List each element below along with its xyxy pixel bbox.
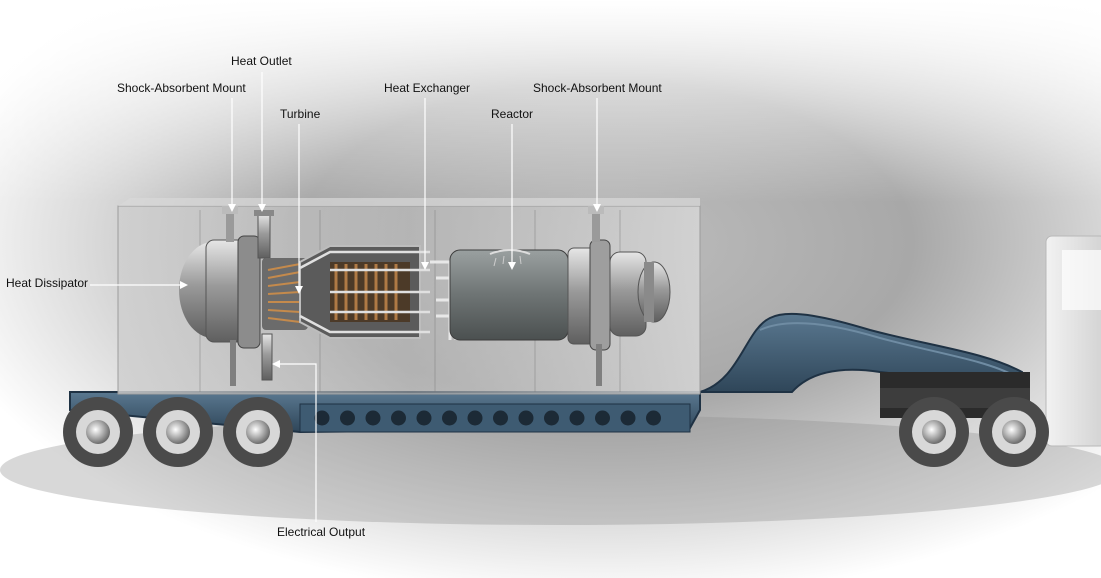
deck-hole <box>493 410 508 426</box>
electrical-output-pipe <box>261 333 273 381</box>
deck-hole <box>518 410 534 426</box>
deck-hole <box>467 410 483 426</box>
label-heat-outlet: Heat Outlet <box>231 54 292 68</box>
deck-hole <box>595 410 610 426</box>
leader-lines <box>90 72 598 522</box>
heat-outlet-pipe <box>257 213 271 259</box>
wheel <box>63 397 133 467</box>
label-turbine: Turbine <box>280 107 321 121</box>
label-shock-mount-right: Shock-Absorbent Mount <box>533 81 662 95</box>
deck-hole <box>442 410 457 426</box>
wheel <box>899 397 969 467</box>
label-reactor: Reactor <box>491 107 534 121</box>
label-shock-mount-left: Shock-Absorbent Mount <box>117 81 246 95</box>
deck-hole <box>314 410 330 426</box>
wheel <box>979 397 1049 467</box>
truck-cab <box>1045 235 1101 447</box>
leader-arrowheads <box>180 204 601 368</box>
label-heat-exchanger: Heat Exchanger <box>384 81 471 95</box>
wheel <box>143 397 213 467</box>
deck-hole <box>416 410 432 426</box>
turbine-copper-coils <box>267 263 301 323</box>
deck-hole <box>365 410 381 426</box>
deck-hole <box>391 410 406 426</box>
trailer-gooseneck <box>699 312 1030 418</box>
label-heat-dissipator: Heat Dissipator <box>6 276 89 290</box>
wheel <box>223 397 293 467</box>
deck-hole <box>569 410 585 426</box>
wheels <box>63 397 1049 467</box>
leader-electrical-output <box>276 363 317 522</box>
deck-hole <box>544 410 559 426</box>
right-mount <box>592 212 600 242</box>
reactor-assembly <box>179 206 671 386</box>
deck-hole <box>340 410 355 426</box>
deck-hole <box>646 410 661 426</box>
deck-holes <box>314 410 661 426</box>
label-electrical-output: Electrical Output <box>277 525 366 539</box>
left-mount <box>226 212 234 242</box>
deck-hole <box>620 410 636 426</box>
